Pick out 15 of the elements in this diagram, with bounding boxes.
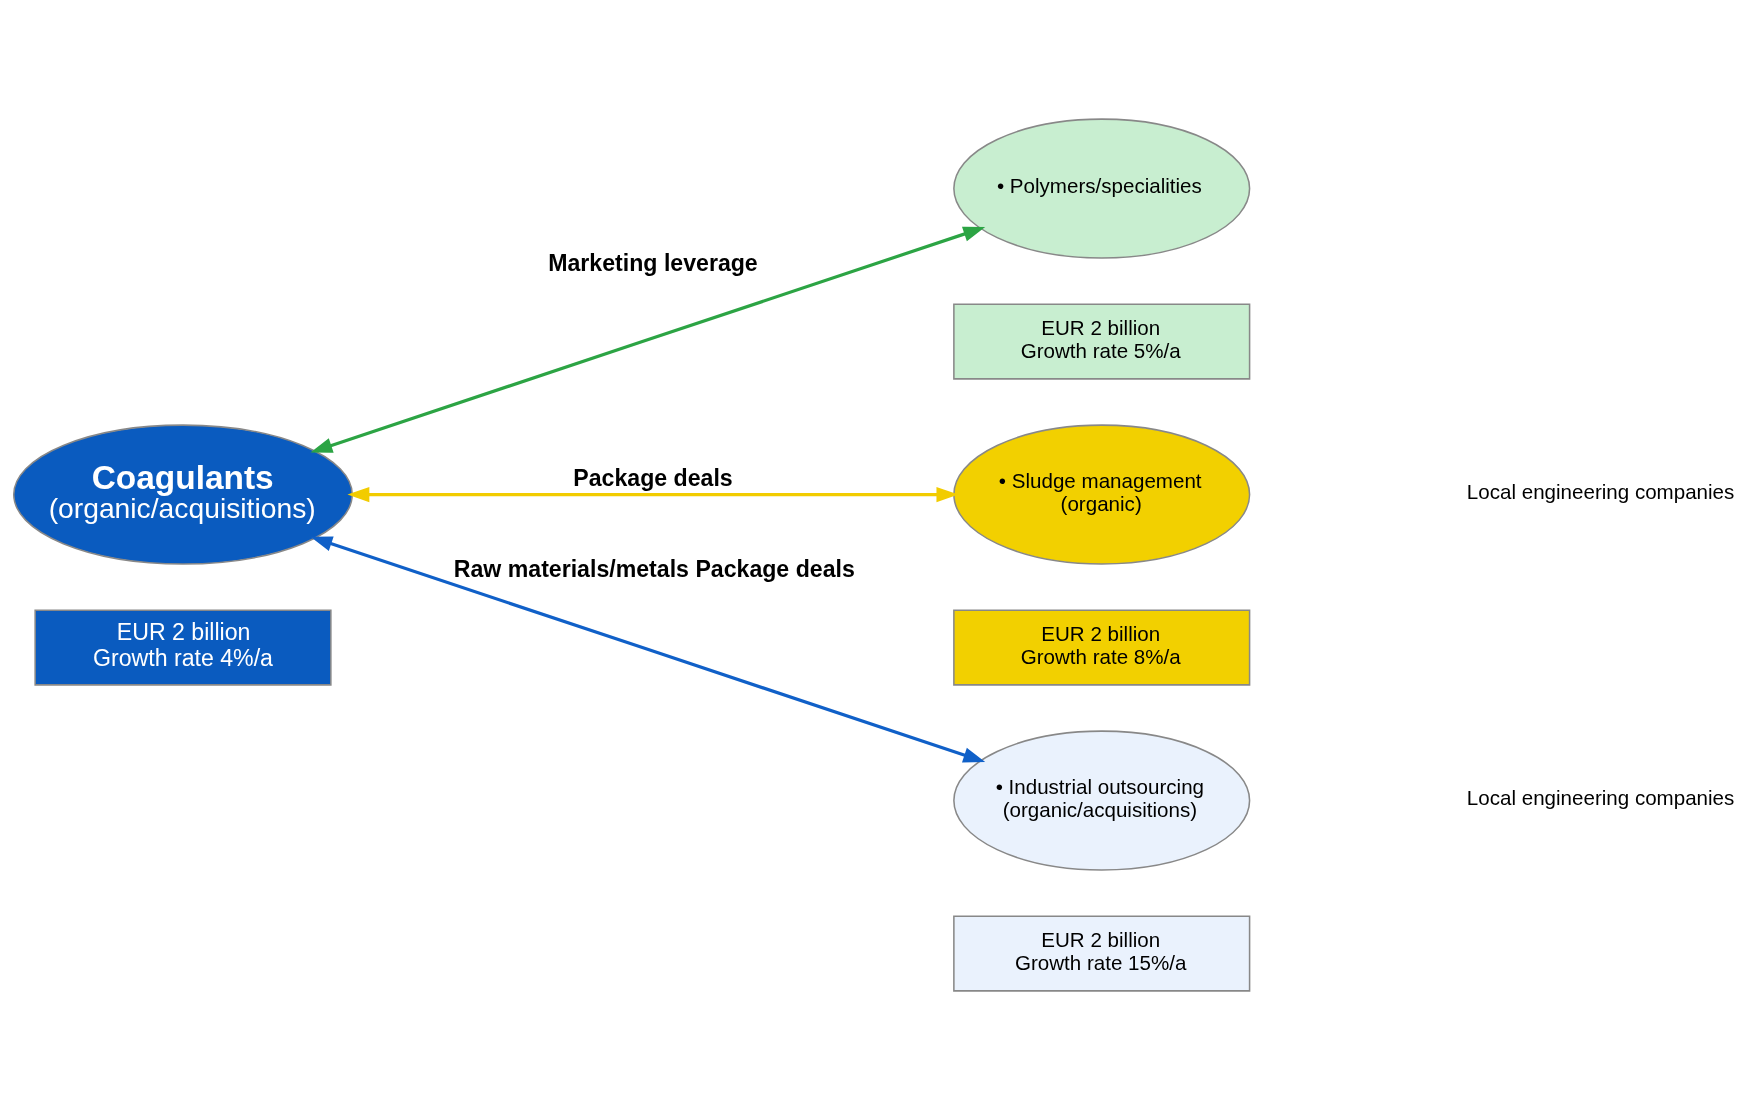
node-ellipse: • Polymers/specialities <box>953 118 1251 259</box>
node-box: EUR 2 billion Growth rate 5%/a <box>953 303 1251 380</box>
node-box: EUR 2 billion Growth rate 8%/a <box>953 609 1251 686</box>
arrow <box>310 226 986 453</box>
edge-label: Package deals <box>573 465 733 492</box>
arrow <box>310 536 986 763</box>
node-box: EUR 2 billion Growth rate 4%/a <box>34 609 332 686</box>
label: Local engineering companies <box>1466 786 1735 810</box>
label: Local engineering companies <box>1466 480 1735 504</box>
edge-label: Raw materials/metals Package deals <box>453 556 855 583</box>
node-ellipse: • Industrial outsourcing (organic/acquisitions) <box>953 730 1251 871</box>
node-box: EUR 2 billion Growth rate 15%/a <box>953 915 1251 992</box>
edge-label: Marketing leverage <box>548 250 758 277</box>
node-ellipse: • Sludge management (organic) <box>953 424 1251 565</box>
node-ellipse: Coagulants (organic/acquisitions) <box>13 424 353 565</box>
